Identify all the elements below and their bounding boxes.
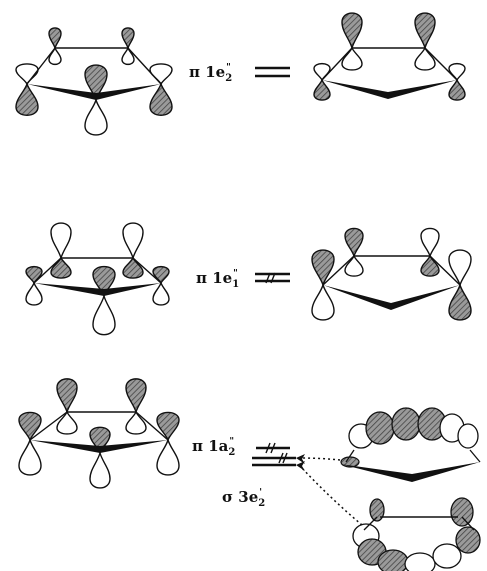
ring-front-wedge <box>27 84 161 100</box>
ring-side-edge <box>469 449 481 463</box>
ring-front-wedge <box>30 440 168 453</box>
p-orbital-lobe <box>341 12 363 51</box>
p-orbital-lobe <box>414 46 436 71</box>
p-orbital-lobe <box>121 27 135 51</box>
energy-levels <box>252 66 363 526</box>
ring-side-edge <box>345 449 355 463</box>
p-orbital-lobe <box>92 293 116 336</box>
p-orbital-lobe <box>18 437 42 476</box>
p-orbital-lobe <box>122 222 144 261</box>
p-orbital-lobe <box>414 12 436 51</box>
sigma-lobe <box>450 497 474 527</box>
p-orbital-lobe <box>341 46 363 71</box>
ring-side-edge <box>461 516 475 531</box>
sigma-lobe <box>404 552 436 571</box>
sigma-lobe <box>457 423 479 449</box>
dotted-connector <box>299 457 341 461</box>
ring-side-edge <box>26 47 56 85</box>
ring-side-edge <box>363 516 378 531</box>
p-orbital-lobe <box>48 27 62 51</box>
sigma-lobe <box>377 549 409 571</box>
p-orbital-lobe <box>344 254 364 277</box>
p-orbital-lobe <box>89 426 111 455</box>
electron-tick <box>278 452 284 464</box>
orbital-label-row1: π 1e2" <box>189 63 232 84</box>
p-orbital-lobe <box>448 282 472 321</box>
sigma-lobe <box>369 498 385 522</box>
p-orbital-lobe <box>156 411 180 442</box>
ring-front-wedge <box>34 283 161 296</box>
p-orbital-lobe <box>152 280 170 306</box>
p-orbital-lobe <box>15 81 39 116</box>
ring-front-wedge <box>340 462 480 482</box>
p-orbital-lobe <box>448 249 472 288</box>
ring-side-edge <box>127 47 162 85</box>
p-orbital-lobe <box>50 222 72 261</box>
p-orbital-lobe <box>15 63 39 86</box>
ring-side-edge <box>321 47 353 81</box>
ring-side-edge <box>322 255 355 286</box>
p-orbital-lobe <box>56 410 78 435</box>
p-orbital-lobe <box>448 62 466 82</box>
ring-side-edge <box>135 411 169 441</box>
electron-tick <box>270 442 276 454</box>
ring-frames <box>26 47 481 531</box>
p-orbital-lobe <box>121 46 135 66</box>
p-orbital-lobe <box>125 410 147 435</box>
p-orbital-lobe <box>89 450 111 489</box>
p-orbital-lobe <box>156 437 180 476</box>
p-orbital-lobe <box>84 64 108 103</box>
p-orbital-lobe <box>420 254 440 277</box>
ring-side-edge <box>424 47 458 81</box>
ring-side-edge <box>33 257 62 284</box>
p-orbital-lobe <box>149 81 173 116</box>
p-orbital-lobe <box>152 265 170 285</box>
p-orbital-lobe <box>420 227 440 259</box>
p-orbital-lobe <box>48 46 62 66</box>
orbital-lobes <box>15 12 481 571</box>
ring-side-edge <box>29 411 68 441</box>
electron-tick <box>265 272 271 284</box>
sigma-lobe <box>365 411 395 445</box>
p-orbital-lobe <box>125 378 147 415</box>
ring-front-wedge <box>323 285 460 310</box>
arrow-head <box>296 454 305 464</box>
ring-front-wedge <box>322 80 457 99</box>
ring-side-edge <box>429 255 461 286</box>
electron-tick <box>265 442 271 454</box>
p-orbital-lobe <box>25 265 43 285</box>
orbital-label-row2: π 1e1" <box>196 269 239 290</box>
orbital-label-row3: π 1a2" <box>192 437 235 458</box>
electron-tick <box>270 272 276 284</box>
p-orbital-lobe <box>149 63 173 86</box>
p-orbital-lobe <box>56 378 78 415</box>
sigma-lobe <box>432 543 462 569</box>
dotted-connector <box>299 465 363 526</box>
p-orbital-lobe <box>18 411 42 442</box>
p-orbital-lobe <box>311 249 335 288</box>
p-orbital-lobe <box>311 282 335 321</box>
orbital-label-row4: σ 3e2' <box>222 488 265 509</box>
p-orbital-lobe <box>344 227 364 259</box>
p-orbital-lobe <box>92 265 116 299</box>
p-orbital-lobe <box>448 78 466 101</box>
p-orbital-lobe <box>25 280 43 306</box>
sigma-lobe <box>455 526 481 554</box>
electron-tick <box>282 452 288 464</box>
orbital-labels: π 1e2" π 1e1" π 1a2" σ 3e2' <box>189 63 265 509</box>
p-orbital-lobe <box>50 256 72 279</box>
p-orbital-lobe <box>313 62 331 82</box>
p-orbital-lobe <box>313 78 331 101</box>
sigma-lobe <box>391 407 421 441</box>
p-orbital-lobe <box>122 256 144 279</box>
ring-side-edge <box>132 257 162 284</box>
p-orbital-lobe <box>84 97 108 136</box>
